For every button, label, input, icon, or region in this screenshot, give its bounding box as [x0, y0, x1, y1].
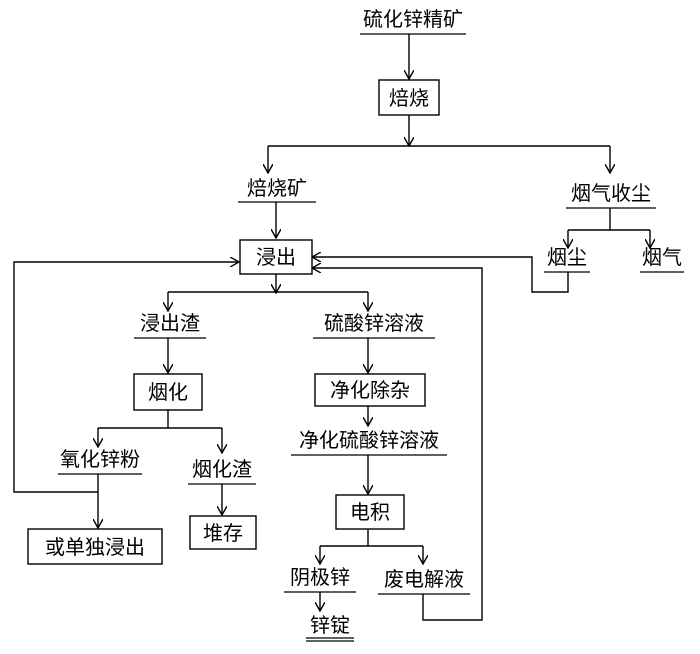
label-fuming: 烟化 — [148, 380, 188, 404]
box-fuming — [133, 373, 203, 411]
underlines — [58, 33, 684, 642]
labels: 硫化锌精矿 焙烧 焙烧矿 烟气收尘 浸出 烟尘 烟气 浸出渣 硫酸锌溶液 烟化 … — [45, 7, 682, 637]
label-leaching: 浸出 — [256, 245, 296, 269]
box-electrowinning — [335, 494, 405, 530]
label-electrowinning: 电积 — [350, 500, 390, 524]
label-spent-electrolyte: 废电解液 — [384, 567, 464, 591]
process-boxes — [27, 79, 440, 565]
box-roasting — [378, 79, 440, 116]
label-purified-zinc-sulfate-solution: 净化硫酸锌溶液 — [299, 428, 439, 452]
label-zinc-oxide-powder: 氧化锌粉 — [60, 447, 140, 471]
label-separate-leaching: 或单独浸出 — [45, 535, 145, 559]
label-leach-residue: 浸出渣 — [140, 311, 200, 335]
label-zinc-sulfate-solution: 硫酸锌溶液 — [324, 311, 424, 335]
label-flue-gas: 烟气 — [642, 245, 682, 269]
label-stockpile: 堆存 — [203, 521, 243, 545]
label-fuming-slag: 烟化渣 — [192, 457, 252, 481]
connectors — [13, 34, 650, 621]
label-smoke-dust: 烟尘 — [547, 245, 587, 269]
label-cathode-zinc: 阴极锌 — [290, 565, 350, 589]
box-purification — [314, 373, 426, 407]
label-calcine: 焙烧矿 — [247, 176, 307, 200]
label-purification: 净化除杂 — [330, 378, 410, 402]
box-leaching — [239, 239, 313, 275]
label-flue-gas-dust-collection: 烟气收尘 — [571, 181, 651, 205]
label-zinc-ingot: 锌锭 — [310, 613, 350, 637]
box-separate-leaching — [27, 528, 163, 565]
label-roasting: 焙烧 — [389, 86, 429, 110]
box-stockpile — [189, 515, 257, 550]
label-zinc-sulfide-concentrate: 硫化锌精矿 — [363, 7, 463, 31]
